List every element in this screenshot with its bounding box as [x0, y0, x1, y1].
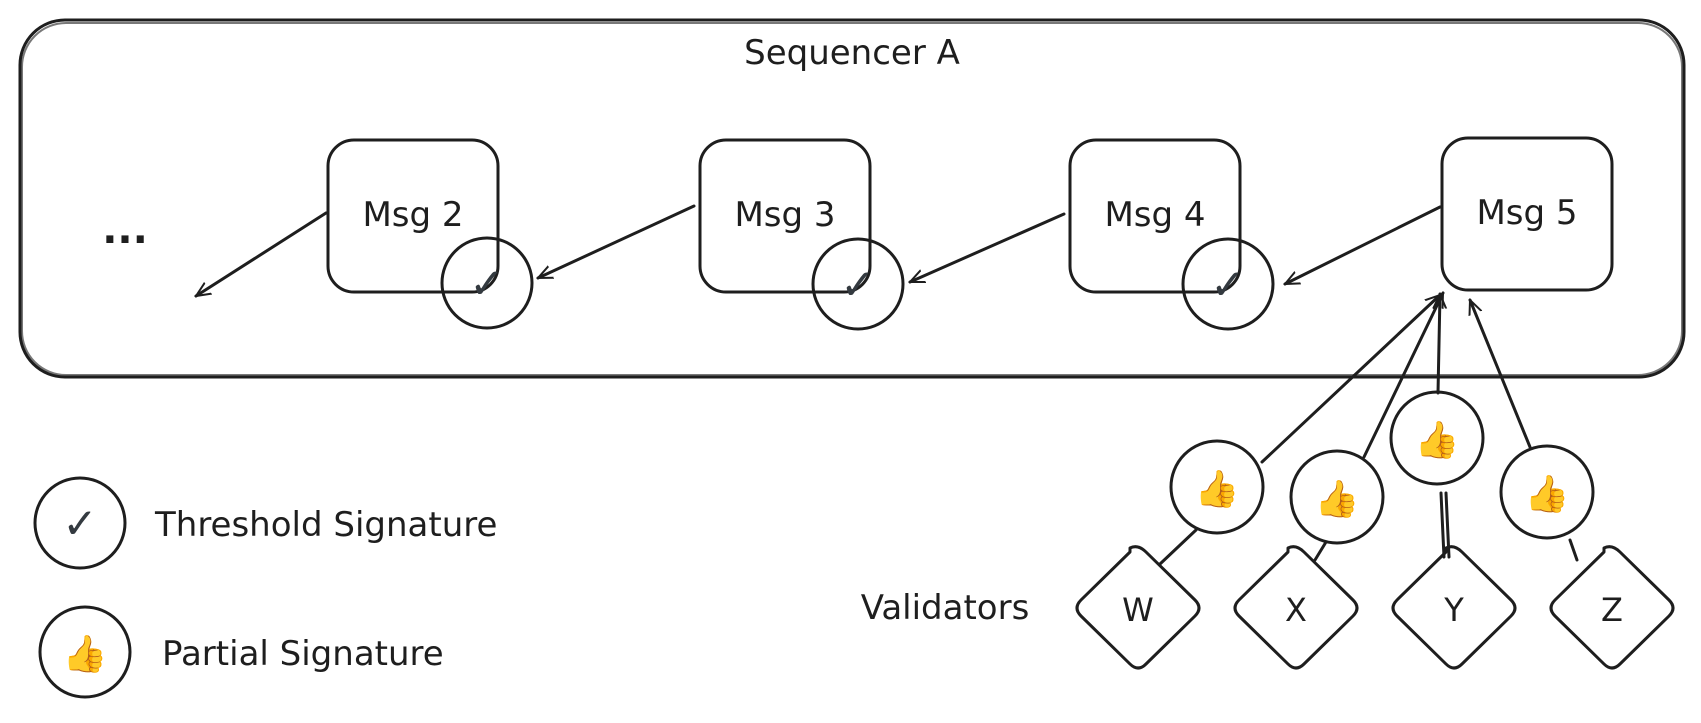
- check-icon: ✓: [469, 259, 504, 308]
- message-label: Msg 3: [734, 195, 835, 235]
- legend-threshold: ✓ Threshold Signature: [33, 476, 497, 570]
- check-icon: ✓: [62, 499, 97, 548]
- validator-label: Z: [1601, 591, 1623, 629]
- validators-label: Validators: [861, 588, 1030, 628]
- check-icon: ✓: [840, 260, 875, 309]
- validator-y: Y: [1391, 545, 1517, 670]
- ellipsis-text: ...: [102, 207, 148, 253]
- validator-label: W: [1122, 591, 1154, 629]
- validator-w: W: [1075, 545, 1201, 670]
- thumbs-up-icon: 👍: [63, 633, 108, 675]
- connector-z: [1568, 538, 1579, 562]
- connector-w: [1158, 528, 1198, 566]
- sequencer-title: Sequencer A: [744, 33, 960, 73]
- message-box-msg2: Msg 2: [326, 138, 500, 294]
- connector-x: [1313, 540, 1328, 562]
- legend-partial: 👍 Partial Signature: [38, 605, 444, 699]
- message-box-msg3: Msg 3: [698, 138, 872, 294]
- validator-label: Y: [1443, 591, 1464, 629]
- legend-partial-label: Partial Signature: [162, 634, 444, 674]
- partial-signature-y: 👍: [1389, 390, 1485, 486]
- thumbs-up-icon: 👍: [1195, 468, 1240, 510]
- arrow-msg3-to-msg2: [538, 204, 696, 280]
- validator-x: X: [1233, 545, 1359, 670]
- arrow-msg4-to-msg3: [910, 212, 1066, 284]
- arrow-partial-w: [1260, 295, 1440, 464]
- arrow-msg5-to-msg4: [1285, 205, 1442, 286]
- message-box-msg5: Msg 5: [1440, 136, 1614, 292]
- partial-signature-w: 👍: [1169, 439, 1265, 535]
- message-label: Msg 2: [362, 195, 463, 235]
- check-icon: ✓: [1210, 260, 1245, 309]
- arrow-partial-x: [1362, 293, 1445, 459]
- partial-signature-arrows: [1260, 293, 1532, 464]
- thumbs-up-icon: 👍: [1315, 478, 1360, 520]
- thumbs-up-icon: 👍: [1525, 473, 1570, 515]
- message-label: Msg 4: [1104, 195, 1205, 235]
- arrow-msg2-to-prev: [196, 211, 328, 298]
- arrow-partial-y: [1438, 294, 1440, 395]
- message-label: Msg 5: [1476, 193, 1577, 233]
- threshold-badge-msg2: ✓: [440, 236, 534, 330]
- validator-z: Z: [1549, 545, 1675, 670]
- validator-label: X: [1285, 591, 1307, 629]
- legend: ✓ Threshold Signature 👍 Partial Signatur…: [33, 476, 497, 699]
- sequencer-container: Sequencer A: [18, 18, 1686, 379]
- message-arrows: [196, 204, 1442, 298]
- threshold-badge-msg3: ✓: [811, 237, 905, 331]
- partial-signature-z: 👍: [1499, 444, 1595, 540]
- legend-threshold-label: Threshold Signature: [154, 505, 497, 545]
- arrow-partial-z: [1468, 300, 1532, 449]
- message-box-msg4: Msg 4: [1068, 138, 1242, 294]
- thumbs-up-icon: 👍: [1415, 419, 1460, 461]
- connector-y: [1439, 491, 1446, 559]
- partial-signature-x: 👍: [1289, 449, 1385, 545]
- threshold-badge-msg4: ✓: [1181, 237, 1275, 331]
